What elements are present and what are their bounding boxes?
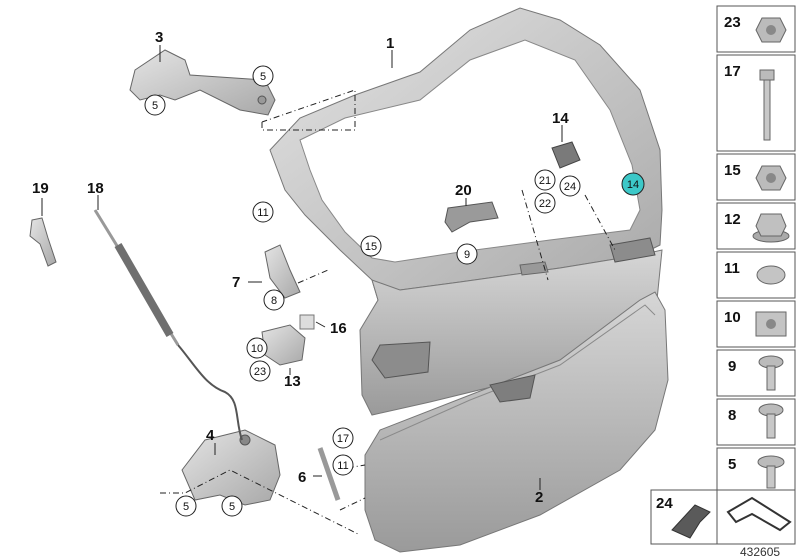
reference-number: 432605 <box>740 545 780 559</box>
svg-text:11: 11 <box>257 207 268 219</box>
svg-text:11: 11 <box>337 460 348 472</box>
callout-2: 2 <box>535 489 543 506</box>
circled-callout-23: 23 <box>249 360 271 382</box>
circled-callout-9: 9 <box>456 243 478 265</box>
fastener-sidebar: 23 17 15 12 11 10 9 8 5 24 <box>650 5 796 545</box>
callout-6: 6 <box>298 469 306 486</box>
sidebar-label-11: 11 <box>724 260 740 277</box>
circled-callout-22: 22 <box>534 192 556 214</box>
callout-3: 3 <box>155 29 163 46</box>
striker-7 <box>264 244 301 299</box>
sidebar-label-23: 23 <box>724 14 741 31</box>
callout-1: 1 <box>386 35 394 52</box>
sidebar-label-8: 8 <box>728 407 736 424</box>
camera-14 <box>551 141 581 169</box>
circled-callout-8: 8 <box>263 289 285 311</box>
sidebar-label-10: 10 <box>724 309 741 326</box>
sidebar-label-5: 5 <box>728 456 736 473</box>
handle-20 <box>444 201 499 233</box>
gas-strut <box>93 209 243 441</box>
circled-callout-17: 17 <box>332 427 354 449</box>
svg-text:15: 15 <box>365 241 377 253</box>
svg-text:8: 8 <box>271 295 277 307</box>
callout-13: 13 <box>284 373 301 390</box>
circled-callout-11: 11 <box>252 201 274 223</box>
callout-14: 14 <box>552 110 569 127</box>
svg-text:5: 5 <box>260 71 266 83</box>
sidebar-label-9: 9 <box>728 358 736 375</box>
svg-text:21: 21 <box>539 175 551 187</box>
circled-callout-11: 11 <box>332 454 354 476</box>
circled-callout-5: 5 <box>221 495 243 517</box>
screw-icon <box>758 403 784 439</box>
bolt-washer-icon <box>757 455 785 489</box>
svg-text:23: 23 <box>254 366 266 378</box>
svg-text:5: 5 <box>183 501 189 513</box>
bolt-icon <box>759 69 775 141</box>
svg-text:24: 24 <box>564 181 576 193</box>
svg-text:17: 17 <box>337 433 349 445</box>
callout-4: 4 <box>206 427 215 444</box>
circled-callout-5: 5 <box>252 65 274 87</box>
clip-icon <box>671 504 711 539</box>
assembly-lines <box>160 89 616 536</box>
circled-callout-5: 5 <box>175 495 197 517</box>
bracket-13 <box>261 324 306 366</box>
svg-text:5: 5 <box>152 100 158 112</box>
circled-callout-5: 5 <box>144 94 166 116</box>
callout-19: 19 <box>32 180 49 197</box>
leaders <box>41 45 563 490</box>
cap-icon <box>756 265 786 285</box>
sidebar-label-12: 12 <box>724 211 741 228</box>
hinge-upper <box>129 49 276 116</box>
sidebar-label-24: 24 <box>656 495 673 512</box>
pad-16 <box>299 314 315 330</box>
cage-nut-icon <box>755 311 787 337</box>
tailgate-inner-frame <box>269 7 663 416</box>
sidebar-label-17: 17 <box>724 63 741 80</box>
svg-text:22: 22 <box>539 198 551 210</box>
circled-callout-15: 15 <box>360 235 382 257</box>
bracket-19 <box>29 217 57 267</box>
callout-7: 7 <box>232 274 240 291</box>
tailgate-trim-panel <box>364 291 669 553</box>
svg-text:10: 10 <box>251 343 263 355</box>
callout-20: 20 <box>455 182 472 199</box>
svg-text:9: 9 <box>464 249 470 261</box>
nut-icon <box>755 165 787 191</box>
svg-text:5: 5 <box>229 501 235 513</box>
hinge-lower <box>181 429 281 506</box>
callout-18: 18 <box>87 180 104 197</box>
screw-icon <box>758 355 784 391</box>
circled-callout-24: 24 <box>559 175 581 197</box>
circled-callout-10: 10 <box>246 337 268 359</box>
circled-callout-14-highlighted[interactable]: 14 <box>621 172 645 196</box>
circled-callout-21: 21 <box>534 169 556 191</box>
retaining-strip-icon <box>726 496 792 532</box>
sidebar-label-15: 15 <box>724 162 741 179</box>
pin-6 <box>317 447 341 501</box>
callout-16: 16 <box>330 320 347 337</box>
nut-icon <box>755 17 787 43</box>
svg-text:14: 14 <box>627 179 639 191</box>
flange-nut-icon <box>752 213 790 243</box>
